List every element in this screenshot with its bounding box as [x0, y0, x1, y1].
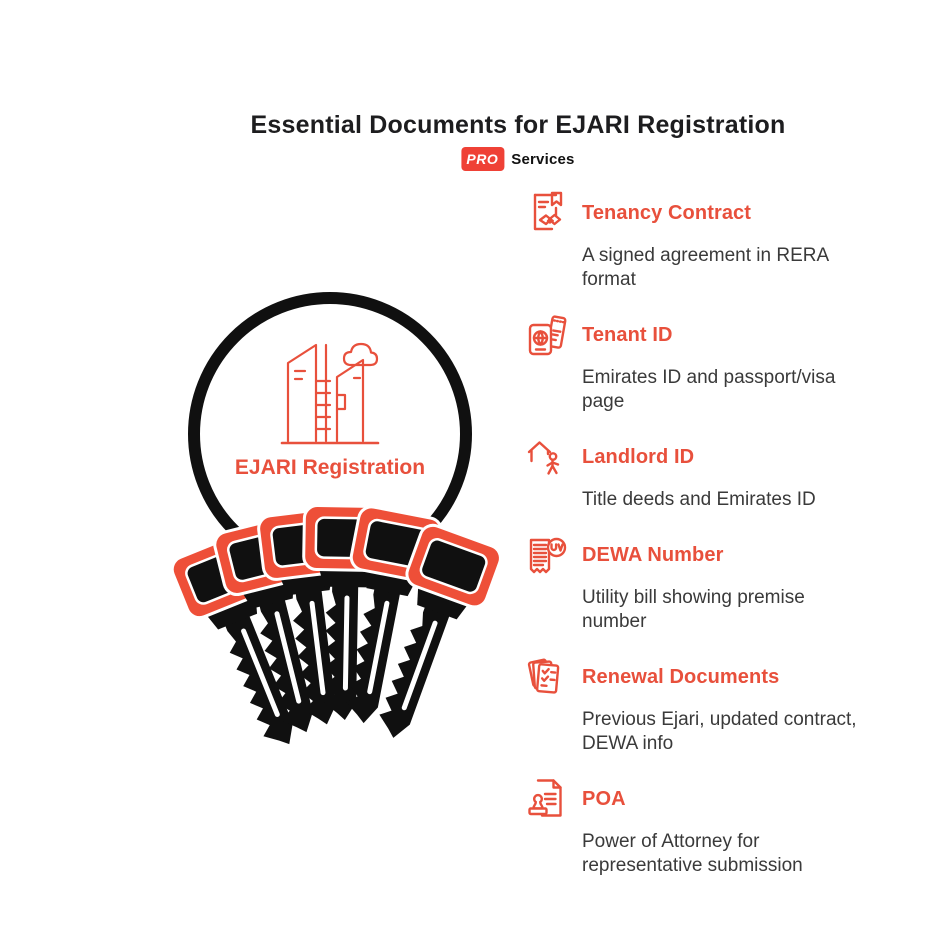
list-item-poa: POA Power of Attorney for representative…	[524, 776, 844, 878]
passport-icon	[524, 312, 570, 358]
list-item-dewa-number: DEWA Number Utility bill showing premise…	[524, 532, 844, 634]
list-item-tenancy-contract: Tenancy Contract A signed agreement in R…	[524, 190, 844, 292]
building-icon	[280, 342, 380, 445]
brand-logo: PRO Services	[461, 147, 574, 171]
item-description: Previous Ejari, updated contract, DEWA i…	[582, 709, 857, 754]
item-description: Title deeds and Emirates ID	[582, 489, 816, 510]
house-person-icon	[524, 434, 570, 480]
brand-name: Services	[511, 150, 575, 168]
ejari-registration-label: EJARI Registration	[234, 456, 426, 479]
stamp-icon	[532, 793, 544, 810]
page-title: Essential Documents for EJARI Registrati…	[250, 111, 786, 139]
list-item-renewal-documents: Renewal Documents Previous Ejari, update…	[524, 654, 857, 756]
item-description: Utility bill showing premise number	[582, 587, 805, 632]
list-item-tenant-id: Tenant ID Emirates ID and passport/visa …	[524, 312, 844, 414]
stacked-documents-icon	[524, 654, 570, 700]
item-description: Power of Attorney for representative sub…	[582, 831, 803, 876]
contract-handshake-icon	[524, 190, 570, 236]
item-title: Tenancy Contract	[582, 201, 752, 224]
utility-bill-icon	[524, 532, 570, 578]
item-title: Landlord ID	[582, 445, 695, 468]
list-item-landlord-id: Landlord ID Title deeds and Emirates ID	[524, 434, 844, 512]
keyring-art	[140, 292, 520, 805]
pro-logo-badge: PRO	[461, 147, 505, 171]
item-title: POA	[582, 787, 626, 810]
item-description: A signed agreement in RERA format	[582, 245, 829, 290]
cloud-icon	[342, 342, 379, 367]
uv-badge-mark	[550, 543, 564, 552]
item-title: DEWA Number	[582, 543, 724, 566]
item-description: Emirates ID and passport/visa page	[582, 367, 836, 412]
item-title: Tenant ID	[582, 323, 673, 346]
item-title: Renewal Documents	[582, 665, 780, 688]
stamp-document-icon	[524, 776, 570, 822]
document-list: Tenancy Contract A signed agreement in R…	[524, 190, 857, 898]
key-bunch	[168, 505, 504, 761]
keyring-illustration: EJARI Registration	[140, 285, 520, 805]
